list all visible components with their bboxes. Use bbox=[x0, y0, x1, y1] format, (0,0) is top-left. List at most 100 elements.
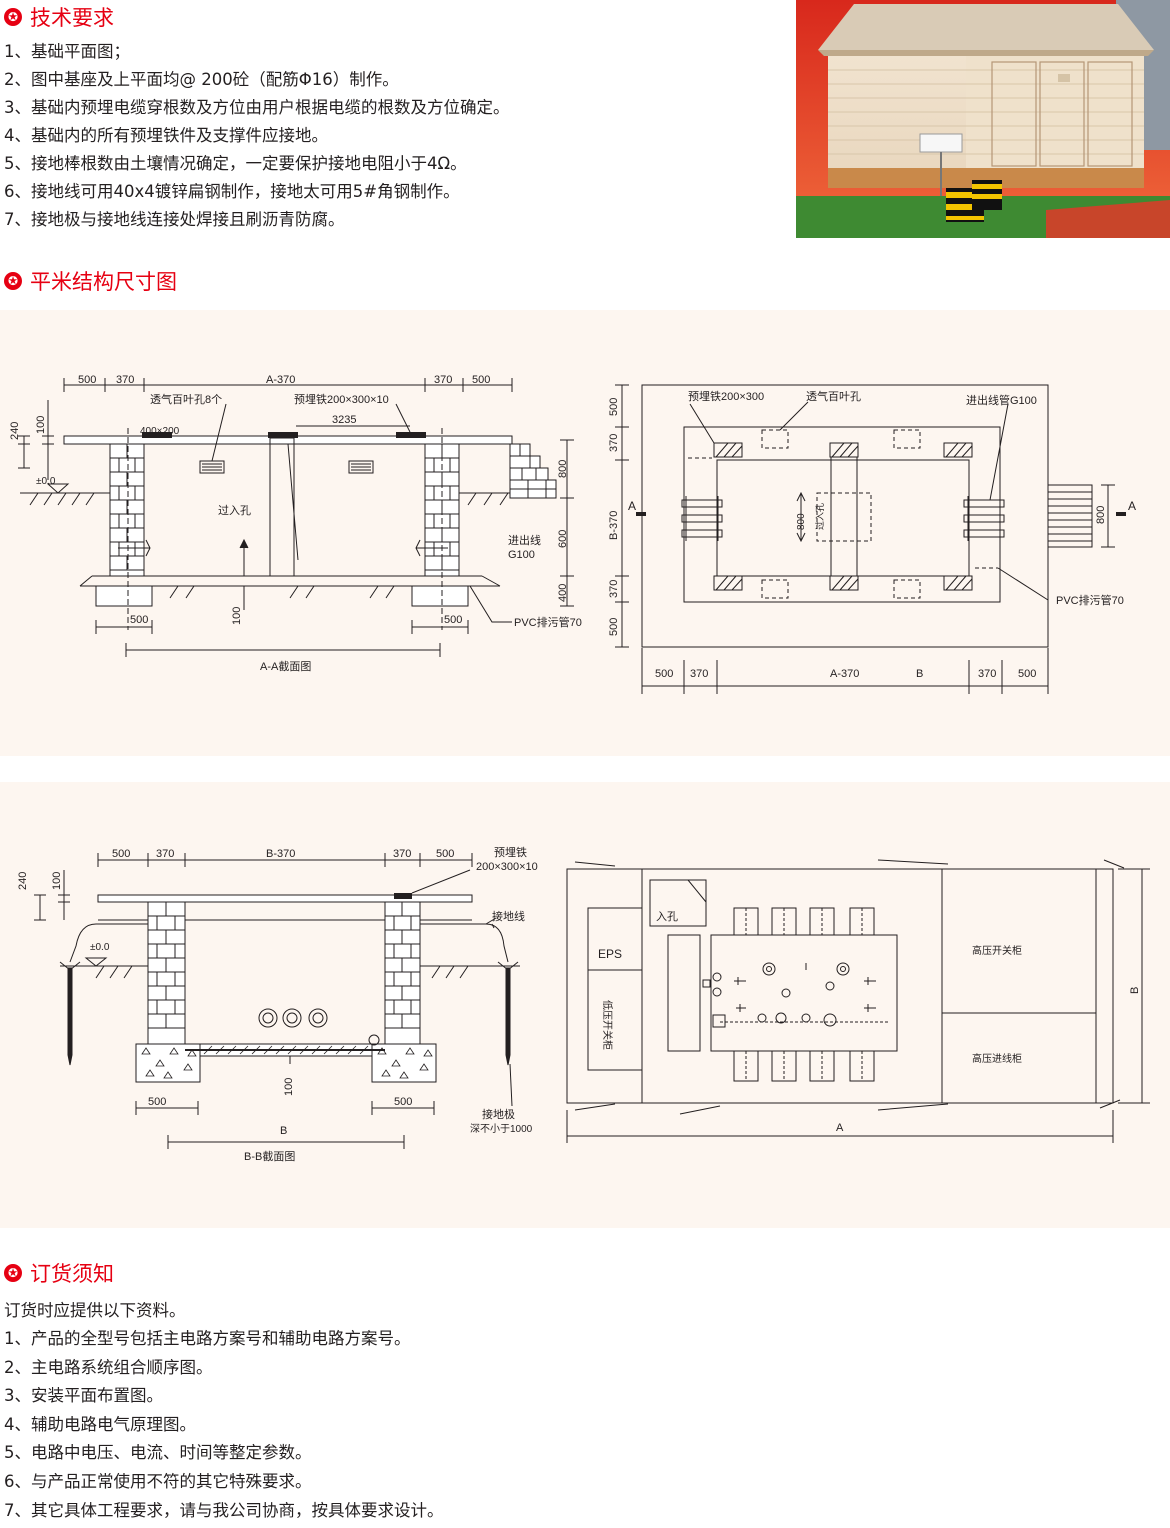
dim-label: A bbox=[836, 1122, 844, 1134]
dim-label: 800 bbox=[796, 513, 807, 530]
list-item: 1、基础平面图； bbox=[4, 42, 130, 61]
outlet-label: G100 bbox=[508, 549, 535, 561]
order-title-text: 订货须知 bbox=[30, 1262, 114, 1286]
dim-label: 100 bbox=[51, 872, 63, 890]
section-bb-labels: 500 370 B-370 370 500 预埋铁 200×300×10 接地线… bbox=[17, 846, 538, 1163]
embed-label: 预埋铁 bbox=[494, 846, 527, 859]
equipment-layout-drawing bbox=[566, 859, 1150, 1143]
outlet-label: 进出线 bbox=[508, 533, 541, 547]
star-badge-icon: ✪ bbox=[4, 272, 22, 290]
dim-label: 370 bbox=[116, 374, 134, 386]
list-item: 4、辅助电路电气原理图。 bbox=[4, 1414, 196, 1434]
pvc-label: PVC排污管70 bbox=[1056, 593, 1124, 607]
list-item: 4、基础内的所有预埋铁件及支撑件应接地。 bbox=[4, 126, 328, 145]
tech-title: ✪ 技术要求 bbox=[4, 2, 114, 32]
dim-label: 500 bbox=[444, 614, 462, 626]
ground-wire-label: 接地线 bbox=[492, 909, 525, 923]
dim-label: 500 bbox=[112, 848, 130, 860]
dim-label: 370 bbox=[608, 580, 620, 598]
structure-title-text: 平米结构尺寸图 bbox=[30, 270, 177, 294]
section-bb-drawing bbox=[34, 853, 520, 1149]
embed-label: 预埋铁200×300 bbox=[688, 390, 764, 403]
dim-label: 100 bbox=[231, 607, 243, 625]
dim-label: B bbox=[1129, 987, 1141, 994]
dim-label: 500 bbox=[78, 374, 96, 386]
list-item: 5、接地棒根数由土壤情况确定，一定要保护接地电阻小于4Ω。 bbox=[4, 154, 467, 173]
list-item: 3、基础内预埋电缆穿根数及方位由用户根据电缆的根数及方位确定。 bbox=[4, 98, 510, 117]
embed-label: 200×300×10 bbox=[476, 861, 538, 873]
list-item: 2、主电路系统组合顺序图。 bbox=[4, 1357, 213, 1377]
dim-label: 240 bbox=[17, 872, 29, 890]
star-badge-icon: ✪ bbox=[4, 1264, 22, 1282]
list-item: 3、安装平面布置图。 bbox=[4, 1386, 163, 1406]
section-aa-labels: 500 370 A-370 370 500 透气百叶孔8个 预埋铁200×300… bbox=[9, 374, 582, 673]
manhole-label: 入孔 bbox=[656, 910, 678, 923]
list-item: 5、电路中电压、电流、时间等整定参数。 bbox=[4, 1443, 312, 1463]
eps-label: EPS bbox=[598, 947, 622, 961]
dim-label: 600 bbox=[557, 530, 569, 548]
plan-view-drawing bbox=[615, 384, 1126, 694]
vent-label: 透气百叶孔8个 bbox=[150, 392, 222, 406]
star-badge-icon: ✪ bbox=[4, 8, 22, 26]
list-item: 6、与产品正常使用不符的其它特殊要求。 bbox=[4, 1471, 312, 1491]
dim-label: 370 bbox=[393, 848, 411, 860]
dim-label: 240 bbox=[9, 422, 21, 440]
structure-panel-bottom: 500 370 B-370 370 500 预埋铁 200×300×10 接地线… bbox=[0, 782, 1170, 1228]
dim-label: B-370 bbox=[266, 848, 295, 860]
tech-title-text: 技术要求 bbox=[30, 6, 114, 30]
hv-switch-cabinet-label: 高压开关柜 bbox=[972, 944, 1022, 957]
dim-label: B bbox=[916, 668, 923, 680]
dim-label: 500 bbox=[130, 614, 148, 626]
equipment-layout-labels: 入孔 EPS 低压开关柜 高压开关柜 高压进线柜 A B bbox=[598, 910, 1141, 1134]
order-requirements-list: 1、产品的全型号包括主电路方案号和辅助电路方案号。 2、主电路系统组合顺序图。 … bbox=[4, 1325, 444, 1525]
dim-label: B-370 bbox=[608, 511, 620, 540]
structure-panel-top: 500 370 A-370 370 500 透气百叶孔8个 预埋铁200×300… bbox=[0, 310, 1170, 756]
pvc-label: PVC排污管70 bbox=[514, 615, 582, 629]
dim-label: 370 bbox=[156, 848, 174, 860]
zero-level-label: ±0.0 bbox=[90, 942, 110, 953]
dim-label: 800 bbox=[557, 460, 569, 478]
dim-label: 500 bbox=[608, 618, 620, 636]
pipe-label: 进出线管G100 bbox=[966, 393, 1037, 407]
dim-label: 800 bbox=[1095, 506, 1107, 524]
dim-label: B bbox=[280, 1125, 287, 1137]
section-aa-drawing bbox=[18, 378, 574, 657]
dim-label: 370 bbox=[434, 374, 452, 386]
electrode-note: 深不小于1000 bbox=[470, 1123, 533, 1135]
dim-label: 500 bbox=[148, 1096, 166, 1108]
structure-title: ✪ 平米结构尺寸图 bbox=[4, 266, 177, 296]
dim-label: 370 bbox=[690, 668, 708, 680]
list-item: 7、接地极与接地线连接处焊接且刷沥青防腐。 bbox=[4, 210, 345, 229]
electrode-label: 接地极 bbox=[482, 1107, 515, 1121]
list-item: 1、产品的全型号包括主电路方案号和辅助电路方案号。 bbox=[4, 1329, 411, 1348]
dim-label: 500 bbox=[472, 374, 490, 386]
dim-label: 100 bbox=[35, 416, 47, 434]
dim-label: 370 bbox=[978, 668, 996, 680]
dim-label: 370 bbox=[608, 434, 620, 452]
zero-level-label: ±0.0 bbox=[36, 476, 56, 487]
dim-label: 500 bbox=[394, 1096, 412, 1108]
low-voltage-cabinet-label: 低压开关柜 bbox=[601, 1000, 614, 1050]
embed-label: 预埋铁200×300×10 bbox=[294, 393, 389, 406]
list-item: 6、接地线可用40x4镀锌扁钢制作，接地太可用5#角钢制作。 bbox=[4, 182, 460, 201]
list-item: 7、其它具体工程要求，请与我公司协商，按具体要求设计。 bbox=[4, 1500, 444, 1520]
product-photo bbox=[796, 0, 1170, 238]
dim-label: 400 bbox=[557, 584, 569, 602]
dim-label: 500 bbox=[436, 848, 454, 860]
dim-label: A-370 bbox=[266, 374, 295, 386]
section-marker: A bbox=[628, 499, 636, 513]
dim-label: 500 bbox=[608, 398, 620, 416]
dim-label: A-370 bbox=[830, 668, 859, 680]
dim-label: 500 bbox=[655, 668, 673, 680]
manhole-label: 过入孔 bbox=[814, 503, 825, 530]
tech-requirements-list: 1、基础平面图； 2、图中基座及上平面均@ 200砼（配筋Φ16）制作。 3、基… bbox=[4, 38, 510, 234]
list-item: 2、图中基座及上平面均@ 200砼（配筋Φ16）制作。 bbox=[4, 70, 399, 89]
order-intro: 订货时应提供以下资料。 bbox=[4, 1301, 186, 1320]
manhole-label: 过入孔 bbox=[218, 504, 251, 517]
dim-label: 100 bbox=[283, 1078, 295, 1096]
hv-incoming-cabinet-label: 高压进线柜 bbox=[972, 1052, 1022, 1065]
plan-view-labels: 预埋铁200×300 透气百叶孔 进出线管G100 A A PVC排污管70 5… bbox=[608, 389, 1136, 680]
dim-label: 3235 bbox=[332, 414, 356, 426]
order-title: ✪ 订货须知 bbox=[4, 1258, 114, 1288]
vent-label: 透气百叶孔 bbox=[806, 389, 861, 403]
